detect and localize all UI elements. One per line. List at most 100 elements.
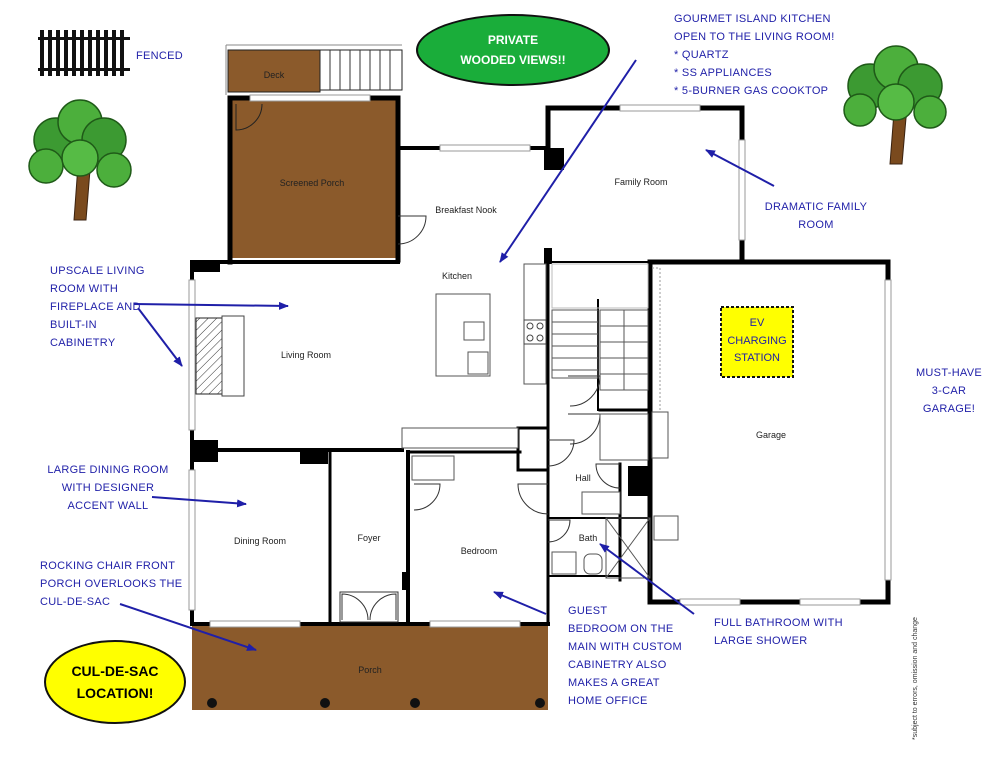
ev-charging-box [720,306,794,378]
room-label-living-room: Living Room [281,350,331,360]
callout-kitchen-line: * QUARTZ [674,49,729,61]
arrow-living-room-a [133,301,289,310]
callout-living-room: UPSCALE LIVING ROOM WITH FIREPLACE AND B… [50,262,145,352]
built-in-cabinet [221,315,245,397]
callout-garage-line: 3-CAR [931,385,967,397]
callout-living-room-line: BUILT-IN [50,319,97,331]
hall-cabinet [411,455,455,481]
callout-bathroom-line: LARGE SHOWER [714,635,808,647]
room-label-bath: Bath [579,533,598,543]
disclaimer-text: *subject to errors, omission and change [912,617,919,740]
callout-kitchen-line: GOURMET ISLAND KITCHEN [674,13,831,25]
island-sink [463,321,485,341]
callout-front-porch-line: ROCKING CHAIR FRONT [40,560,176,572]
vanity [551,551,577,575]
room-label-bedroom: Bedroom [461,546,498,556]
callout-kitchen-line: * SS APPLIANCES [674,67,773,79]
callout-bathroom: FULL BATHROOM WITH LARGE SHOWER [714,614,843,650]
tree-icon-right [843,45,947,165]
room-label-foyer: Foyer [357,533,380,543]
toilet [583,553,603,575]
hall-shelf [581,491,621,515]
arrow-living-room-b [137,307,183,367]
callout-kitchen: GOURMET ISLAND KITCHEN OPEN TO THE LIVIN… [674,10,835,100]
callout-guest-bedroom-line: GUEST [568,605,608,617]
front-porch [192,626,548,710]
counter-south [401,427,519,449]
deck [225,44,403,95]
callout-guest-bedroom-line: BEDROOM ON THE [568,623,674,635]
room-label-breakfast-nook: Breakfast Nook [435,205,497,215]
callout-guest-bedroom-line: MAIN WITH CUSTOM [568,641,682,653]
cul-de-sac-badge: CUL-DE-SAC LOCATION! [44,640,186,724]
callout-guest-bedroom: GUEST BEDROOM ON THE MAIN WITH CUSTOM CA… [568,602,682,710]
room-label-dining-room: Dining Room [234,536,286,546]
callout-front-porch-line: CUL-DE-SAC [40,596,111,608]
callout-living-room-line: FIREPLACE AND [50,301,141,313]
fenced-label: FENCED [136,47,183,65]
fence-icon [38,30,130,76]
arrow-family-room [705,149,775,187]
callout-guest-bedroom-line: CABINETRY ALSO [568,659,667,671]
garage-step [653,515,679,541]
annotation-arrows [119,59,775,651]
windows [188,94,892,628]
callout-family-room: DRAMATIC FAMILY ROOM [762,198,870,234]
ev-label-line1: EV [750,317,765,329]
wall-posts [190,148,652,590]
shower [605,517,651,579]
callout-garage: MUST-HAVE 3-CAR GARAGE! [912,364,986,418]
front-door-frame [339,591,399,623]
callout-front-porch-line: PORCH OVERLOOKS THE [40,578,183,590]
room-label-kitchen: Kitchen [442,271,472,281]
room-label-garage: Garage [756,430,786,440]
callout-garage-line: GARAGE! [922,403,976,415]
screened-porch-door-swing [235,103,263,131]
callout-family-room-line: ROOM [798,219,834,231]
private-badge-line1: PRIVATE [487,33,539,47]
callout-bathroom-line: FULL BATHROOM WITH [714,617,843,629]
callout-dining-room-line: ACCENT WALL [67,500,149,512]
culdesac-badge-line2: LOCATION! [76,685,154,701]
callout-garage-line: MUST-HAVE [915,367,983,379]
cooktop-burners [526,322,544,342]
room-label-porch: Porch [358,665,382,675]
utility-box-2 [651,411,669,459]
screened-porch [232,100,396,258]
callout-guest-bedroom-line: HOME OFFICE [568,695,648,707]
staircase [551,263,661,410]
callout-front-porch: ROCKING CHAIR FRONT PORCH OVERLOOKS THE … [40,557,182,611]
callout-living-room-line: UPSCALE LIVING [50,265,145,277]
callout-guest-bedroom-line: MAKES A GREAT [568,677,660,689]
door-swings [341,215,621,621]
room-label-hall: Hall [575,473,591,483]
arrow-dining-room [151,496,247,508]
arrow-kitchen [499,59,637,263]
fireplace [195,317,223,395]
room-label-screened-porch: Screened Porch [280,178,345,188]
private-badge-line2: WOODED VIEWS!! [460,53,566,67]
callout-dining-room-line: LARGE DINING ROOM [47,464,169,476]
callout-living-room-line: CABINETRY [50,337,116,349]
room-label-family-room: Family Room [614,177,667,187]
ev-label-line2: CHARGING [727,335,786,347]
callout-family-room-line: DRAMATIC FAMILY [764,201,868,213]
callout-kitchen-line: OPEN TO THE LIVING ROOM! [674,31,835,43]
tree-icon-left [28,99,132,221]
arrow-guest-bedroom [493,591,547,615]
callout-dining-room: LARGE DINING ROOM WITH DESIGNER ACCENT W… [44,461,172,515]
utility-box [599,413,649,461]
callout-dining-room-line: WITH DESIGNER [61,482,155,494]
fenced-text: FENCED [136,50,184,62]
arrow-bathroom [599,543,695,615]
arrow-front-porch [119,603,257,651]
porch-columns [207,698,545,708]
callout-kitchen-line: * 5-BURNER GAS COOKTOP [674,85,829,97]
cooktop [523,319,547,345]
island-seat [467,351,489,375]
room-label-deck: Deck [264,70,285,80]
private-wooded-views-badge: PRIVATE WOODED VIEWS!! [416,14,610,86]
culdesac-badge-line1: CUL-DE-SAC [71,663,159,679]
ev-label-line3: STATION [734,352,780,364]
